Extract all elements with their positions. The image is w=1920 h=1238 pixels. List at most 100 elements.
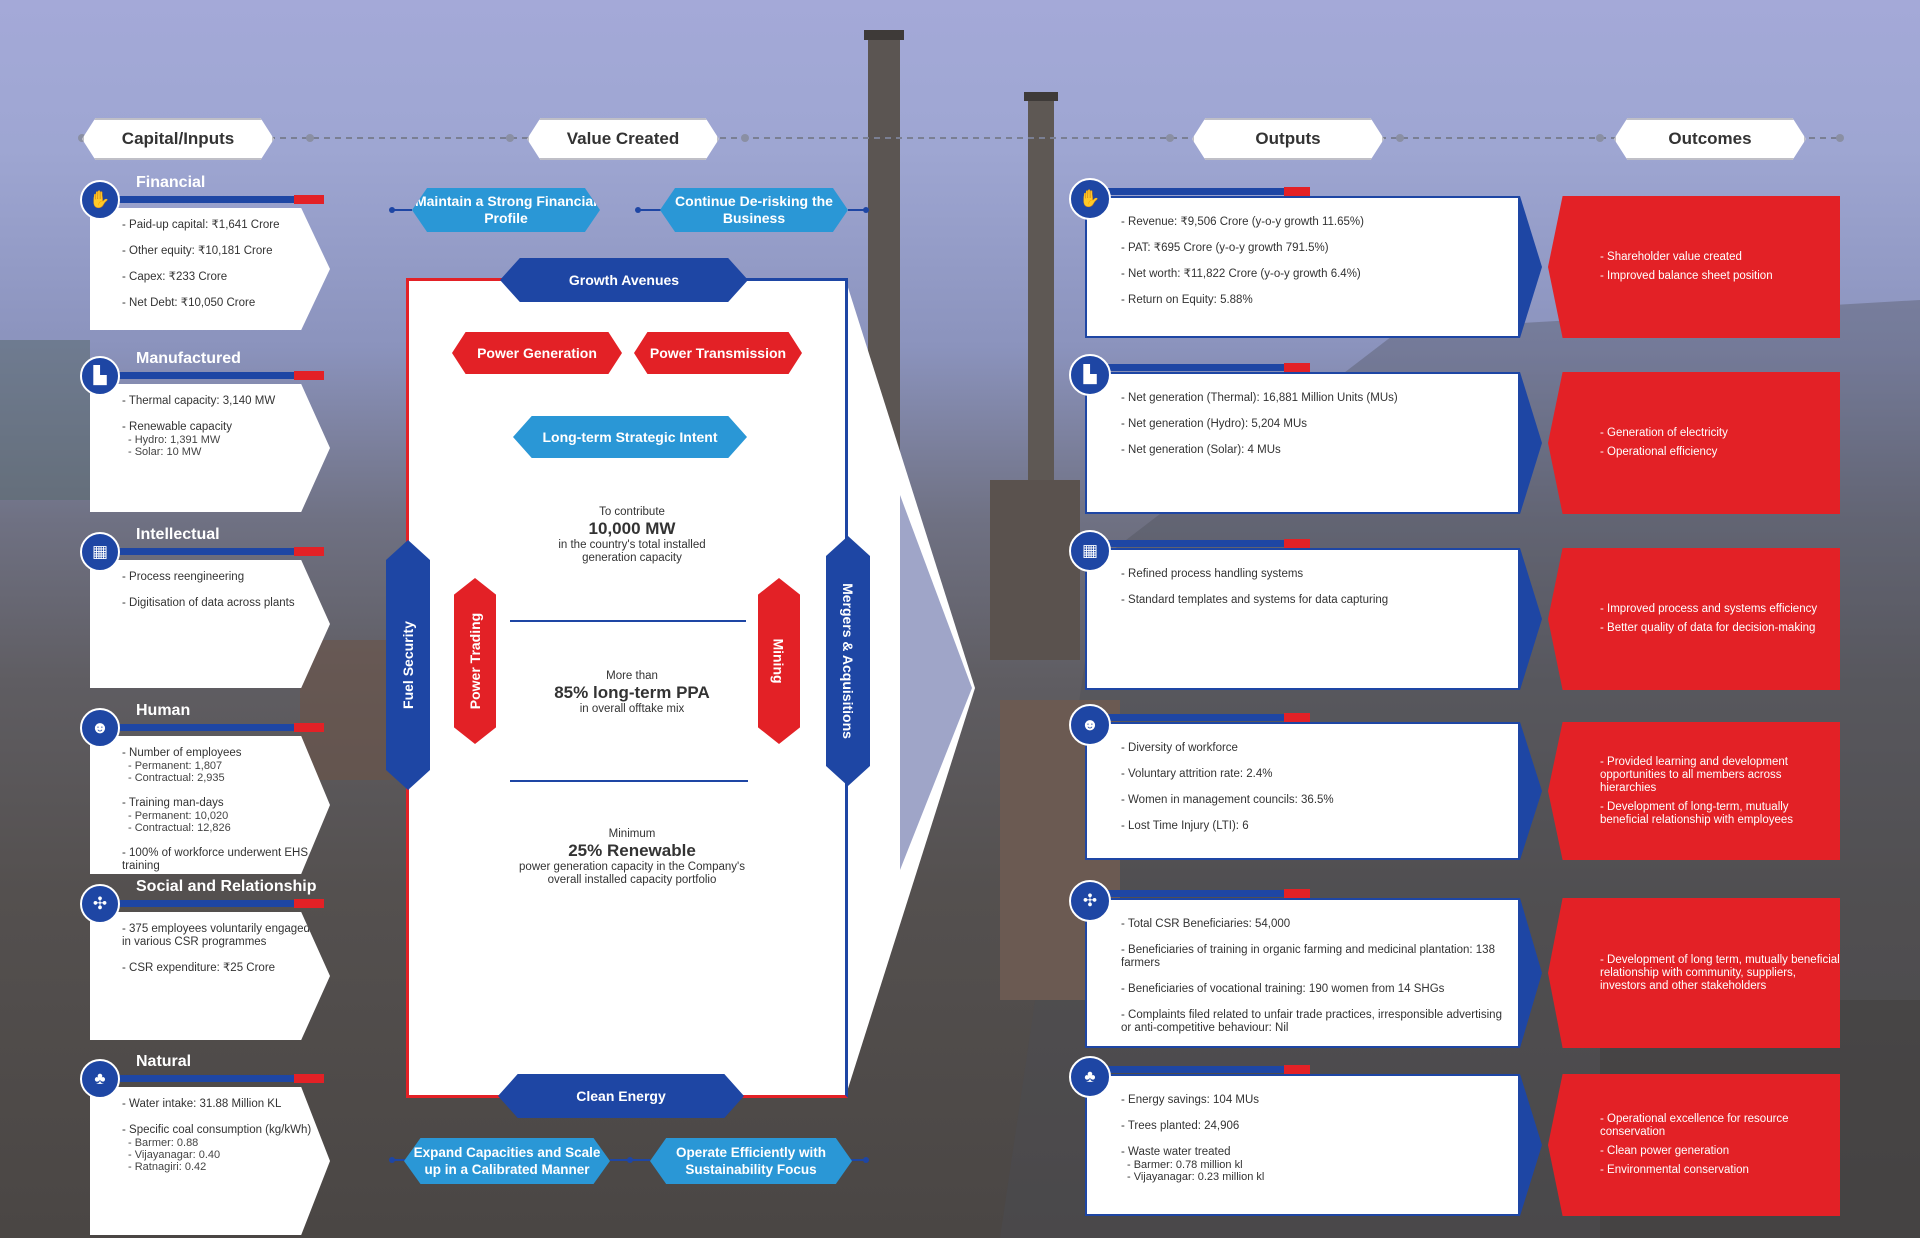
item-list: - Refined process handling systems - Stan… [1121, 568, 1502, 607]
item-text: - Digitisation of data across plants [122, 597, 295, 609]
capital-title: Financial [136, 174, 206, 191]
maintain-financial-profile-pill: Maintain a Strong Financial Profile [412, 188, 600, 232]
list-item: - Women in management councils: 36.5% [1121, 794, 1502, 807]
header-value-created: Value Created [527, 118, 719, 160]
factory-icon: ▙ [1069, 354, 1111, 396]
capital-title: Human [136, 702, 191, 719]
outcome-list: - Improved process and systems efficienc… [1600, 597, 1840, 641]
item-list: - Thermal capacity: 3,140 MW- Renewable … [122, 395, 316, 458]
item-list: - Net generation (Thermal): 16,881 Milli… [1121, 392, 1502, 457]
outcome-list: - Development of long term, mutually ben… [1600, 948, 1840, 999]
divider-1 [510, 620, 746, 622]
mergers-bar: Mergers & Acquisitions [826, 536, 870, 786]
item-subtext: - Barmer: 0.78 million kl [1127, 1159, 1243, 1171]
list-item: - Water intake: 31.88 Million KL [122, 1098, 316, 1111]
title-bar [104, 371, 324, 380]
item-list: - 375 employees voluntarily engaged in v… [122, 923, 316, 975]
target-renewable-post: power generation capacity in the Company… [519, 861, 745, 886]
output-bar [1095, 1065, 1310, 1074]
output-box: - Diversity of workforce- Voluntary attr… [1085, 722, 1520, 860]
item-text: - Paid-up capital: ₹1,641 Crore [122, 219, 280, 231]
power-generation-pill: Power Generation [452, 332, 622, 374]
target-renewable: Minimum 25% Renewable power generation c… [412, 828, 852, 887]
list-item: - Capex: ₹233 Crore [122, 271, 316, 284]
list-item: - Revenue: ₹9,506 Crore (y-o-y growth 11… [1121, 216, 1502, 229]
list-item: - Lost Time Injury (LTI): 6 [1121, 820, 1502, 833]
output-chevron [1520, 372, 1542, 514]
outcome-card: - Operational excellence for resource co… [1548, 1074, 1840, 1216]
continue-derisking-pill: Continue De-risking the Business [660, 188, 848, 232]
tree-icon: ♣ [1069, 1056, 1111, 1098]
fuel-security-label: Fuel Security [400, 621, 417, 709]
list-item: - Net generation (Solar): 4 MUs [1121, 444, 1502, 457]
item-list: - Water intake: 31.88 Million KL - Specif… [122, 1098, 316, 1173]
list-item: - Paid-up capital: ₹1,641 Crore [122, 219, 316, 232]
target-renewable-value: 25% Renewable [568, 841, 696, 860]
item-text: - Process reengineering [122, 571, 245, 583]
output-chevron [1520, 722, 1542, 860]
item-list: - Paid-up capital: ₹1,641 Crore - Other e… [122, 219, 316, 310]
list-item: - Training man-days- Permanent: 10,020- … [122, 797, 316, 834]
mining-bar: Mining [758, 578, 800, 744]
output-bar-accent [1284, 713, 1310, 722]
power-trading-bar: Power Trading [454, 578, 496, 744]
capital-title: Social and Relationship [136, 878, 317, 895]
title-bar-accent [294, 899, 324, 908]
output-bar-accent [1284, 1065, 1310, 1074]
outcome-item: - Better quality of data for decision-ma… [1600, 622, 1816, 634]
list-item: - Net generation (Thermal): 16,881 Milli… [1121, 392, 1502, 405]
output-bar [1095, 539, 1310, 548]
people-icon: ☻ [80, 708, 120, 748]
item-subtext: - Ratnagiri: 0.42 [128, 1161, 207, 1173]
output-chevron [1520, 1074, 1542, 1216]
target-ppa-value: 85% long-term PPA [554, 683, 710, 702]
output-chevron [1520, 548, 1542, 690]
target-capacity-value: 10,000 MW [588, 519, 676, 538]
title-bar [104, 1074, 324, 1083]
item-text: - Lost Time Injury (LTI): 6 [1121, 820, 1249, 832]
outcome-card: - Provided learning and development oppo… [1548, 722, 1840, 860]
item-text: - CSR expenditure: ₹25 Crore [122, 962, 276, 974]
output-chevron [1520, 196, 1542, 338]
item-list: - Process reengineering - Digitisation of… [122, 571, 316, 610]
output-bar-accent [1284, 363, 1310, 372]
network-people-icon: ✣ [80, 884, 120, 924]
item-text: - Refined process handling systems [1121, 568, 1304, 580]
list-item: - Total CSR Beneficiaries: 54,000 [1121, 918, 1502, 931]
list-item: - Renewable capacity- Hydro: 1,391 MW- S… [122, 421, 316, 458]
item-text: - Specific coal consumption (kg/kWh) [122, 1124, 312, 1136]
title-bar-accent [294, 723, 324, 732]
network-people-icon: ✣ [1069, 880, 1111, 922]
capital-title: Manufactured [136, 350, 241, 367]
outcome-item: - Operational efficiency [1600, 446, 1718, 458]
outcome-item: - Clean power generation [1600, 1145, 1730, 1157]
item-subtext: - Contractual: 2,935 [128, 772, 225, 784]
target-ppa-post: in overall offtake mix [579, 703, 685, 715]
item-text: - Standard templates and systems for dat… [1121, 594, 1389, 606]
target-ppa-pre: More than [606, 670, 658, 682]
item-text: - Water intake: 31.88 Million KL [122, 1098, 282, 1110]
header-outputs: Outputs [1192, 118, 1384, 160]
list-item: - Voluntary attrition rate: 2.4% [1121, 768, 1502, 781]
target-ppa: More than 85% long-term PPA in overall o… [412, 670, 852, 716]
item-list: - Energy savings: 104 MUs- Trees planted… [1121, 1094, 1502, 1183]
item-subtext: - Solar: 10 MW [128, 446, 202, 458]
item-text: - Renewable capacity [122, 421, 232, 433]
item-subtext: - Barmer: 0.88 [128, 1137, 199, 1149]
item-subtext: - Vijayanagar: 0.40 [128, 1149, 221, 1161]
outcome-list: - Operational excellence for resource co… [1600, 1107, 1840, 1183]
item-text: - Net generation (Hydro): 5,204 MUs [1121, 418, 1307, 430]
title-bar [104, 723, 324, 732]
title-bar [104, 547, 324, 556]
outcome-list: - Generation of electricity- Operational… [1600, 421, 1840, 465]
list-item: - Other equity: ₹10,181 Crore [122, 245, 316, 258]
target-capacity-pre: To contribute [599, 506, 665, 518]
tree-icon: ♣ [80, 1059, 120, 1099]
list-item: - Complaints filed related to unfair tra… [1121, 1009, 1502, 1035]
expand-capacities-pill: Expand Capacities and Scale up in a Cali… [404, 1138, 610, 1184]
item-text: - Number of employees [122, 747, 242, 759]
item-text: - Women in management councils: 36.5% [1121, 794, 1334, 806]
item-text: - Return on Equity: 5.88% [1121, 294, 1253, 306]
item-text: - Total CSR Beneficiaries: 54,000 [1121, 918, 1291, 930]
item-text: - Beneficiaries of training in organic f… [1121, 944, 1495, 969]
